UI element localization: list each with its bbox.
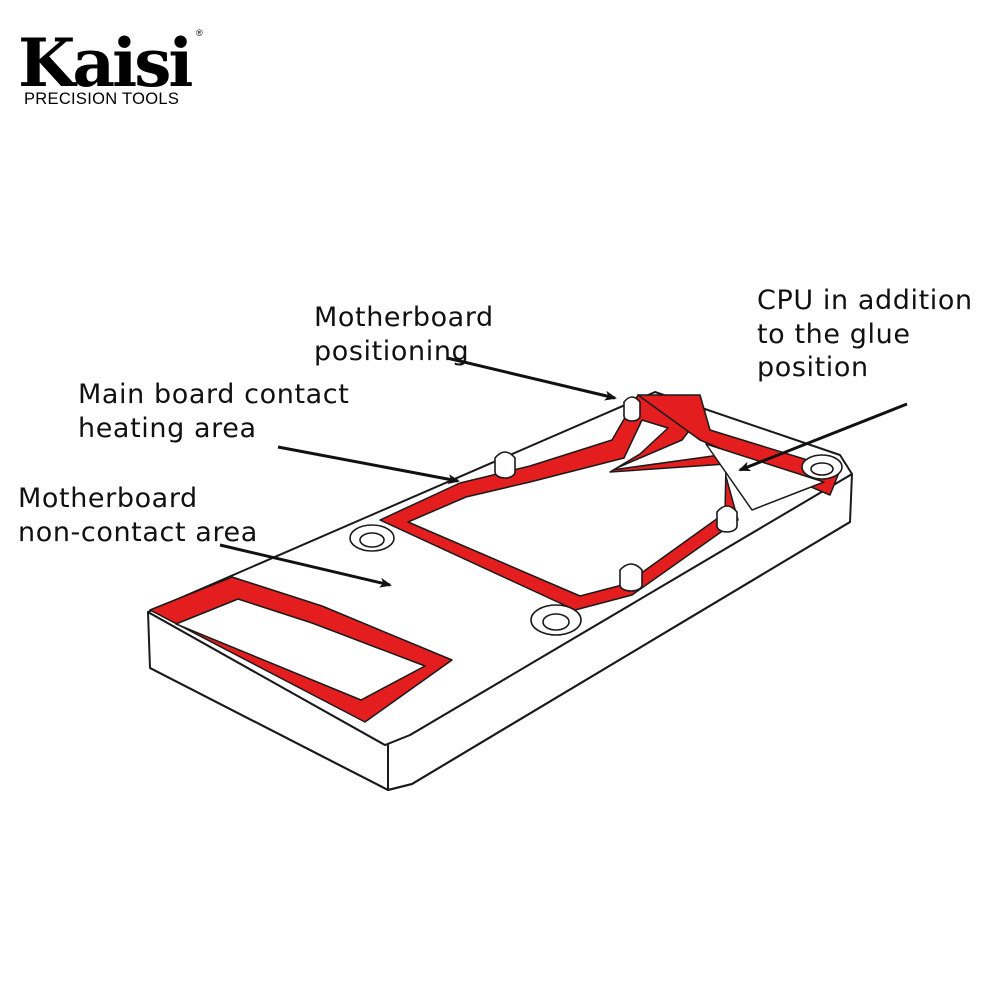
cpu-glue-window — [705, 443, 825, 511]
screw-hole-icon — [349, 524, 395, 552]
non-contact-label-line-2: non-contact area — [18, 517, 258, 548]
contact-heating-label-line-2: heating area — [78, 413, 257, 444]
arrow-icon — [277, 445, 460, 485]
brand-logo: Kaisi ® PRECISION TOOLS — [18, 24, 203, 108]
pin-icon — [619, 563, 643, 592]
red-contact-areas — [149, 394, 841, 723]
logo-wordmark: Kaisi — [18, 24, 192, 102]
screw-hole-icon — [801, 454, 843, 480]
screw-hole-icon — [530, 604, 582, 636]
positioning-label: Motherboard positioning — [314, 302, 503, 367]
logo-registered-mark: ® — [196, 28, 203, 38]
arrow-icon — [738, 402, 908, 472]
pin-icon — [623, 396, 641, 422]
screw-holes — [349, 454, 843, 636]
callout-arrows — [219, 356, 908, 588]
pin-icon — [716, 505, 738, 533]
positioning-label-line-2: positioning — [314, 336, 469, 367]
arrow-icon — [446, 356, 617, 401]
callout-labels: Motherboard positioning Main board conta… — [18, 285, 982, 548]
cpu-glue-label-line-3: position — [757, 352, 869, 383]
arrow-icon — [219, 543, 392, 588]
pin-icon — [494, 451, 516, 479]
non-contact-label: Motherboard non-contact area — [18, 483, 258, 548]
logo-tagline: PRECISION TOOLS — [24, 90, 179, 108]
cpu-glue-label-line-1: CPU in addition — [757, 285, 973, 316]
positioning-label-line-1: Motherboard — [314, 302, 494, 333]
cpu-glue-label-line-2: to the glue — [757, 319, 911, 350]
non-contact-label-line-1: Motherboard — [18, 483, 198, 514]
left-contact-window — [175, 598, 426, 701]
cpu-glue-label: CPU in addition to the glue position — [757, 285, 982, 383]
contact-heating-label: Main board contact heating area — [78, 379, 359, 444]
contact-heating-label-line-1: Main board contact — [78, 379, 349, 410]
plate-bottom-edge — [149, 521, 851, 791]
positioning-pins — [494, 396, 738, 592]
